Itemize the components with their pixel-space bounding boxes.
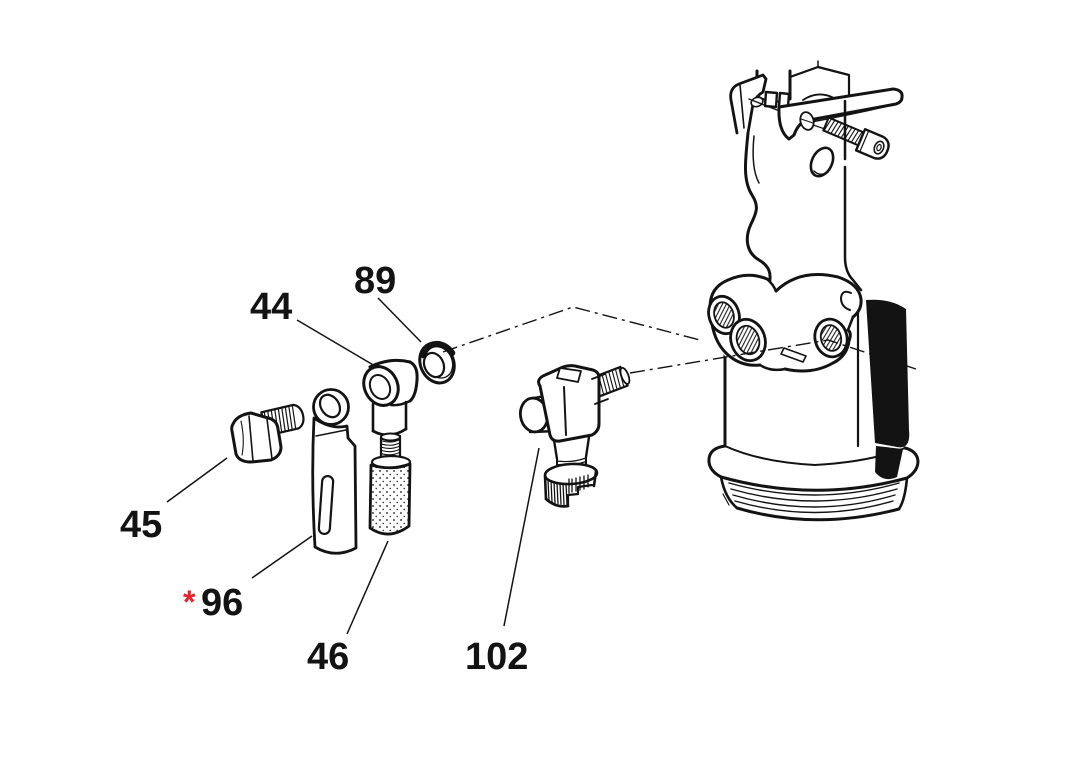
pump-head bbox=[707, 273, 863, 373]
label-96: 96 bbox=[201, 582, 243, 624]
leader-89 bbox=[377, 297, 422, 343]
label-102: 102 bbox=[465, 636, 528, 678]
bottom-flange bbox=[707, 444, 920, 522]
casting-oval-hole bbox=[809, 146, 835, 178]
reservoir-cylinder bbox=[723, 298, 910, 480]
valve-body bbox=[537, 364, 601, 443]
shadow-band bbox=[866, 299, 910, 448]
small-parts bbox=[230, 340, 631, 555]
leader-102 bbox=[503, 447, 540, 627]
leader-lines bbox=[166, 297, 540, 635]
part-89-washer bbox=[418, 340, 456, 385]
pump-assembly bbox=[707, 60, 920, 522]
label-44: 44 bbox=[250, 286, 292, 328]
label-46: 46 bbox=[307, 636, 349, 678]
pump-column bbox=[743, 99, 863, 295]
hex-socket bbox=[873, 140, 885, 155]
centerline-washer-to-port bbox=[442, 306, 701, 353]
label-45: 45 bbox=[120, 504, 162, 546]
centerline-valve-to-port bbox=[629, 339, 917, 374]
leader-44 bbox=[296, 319, 376, 367]
leader-45 bbox=[166, 457, 228, 503]
alignment-centerlines bbox=[442, 306, 917, 374]
part-96-bracket bbox=[311, 388, 358, 555]
part-45-hex-bolt bbox=[230, 403, 305, 464]
leader-46 bbox=[346, 540, 389, 635]
footnote-star: * bbox=[183, 584, 196, 620]
bracket-slot bbox=[317, 474, 335, 536]
back-plate bbox=[788, 60, 851, 101]
label-89: 89 bbox=[354, 260, 396, 302]
part-46-filter bbox=[368, 432, 412, 536]
part-number-labels: 44 89 45 * 96 46 102 bbox=[120, 260, 528, 678]
inlet-port-lower bbox=[729, 317, 767, 363]
part-102-valve bbox=[518, 364, 631, 508]
leader-96 bbox=[251, 535, 313, 579]
handle-bar bbox=[777, 87, 904, 141]
part-44-elbow bbox=[362, 358, 419, 437]
rod-clamp bbox=[729, 73, 778, 135]
valve-knurled-knob bbox=[543, 462, 599, 508]
socket-screw bbox=[822, 116, 890, 160]
